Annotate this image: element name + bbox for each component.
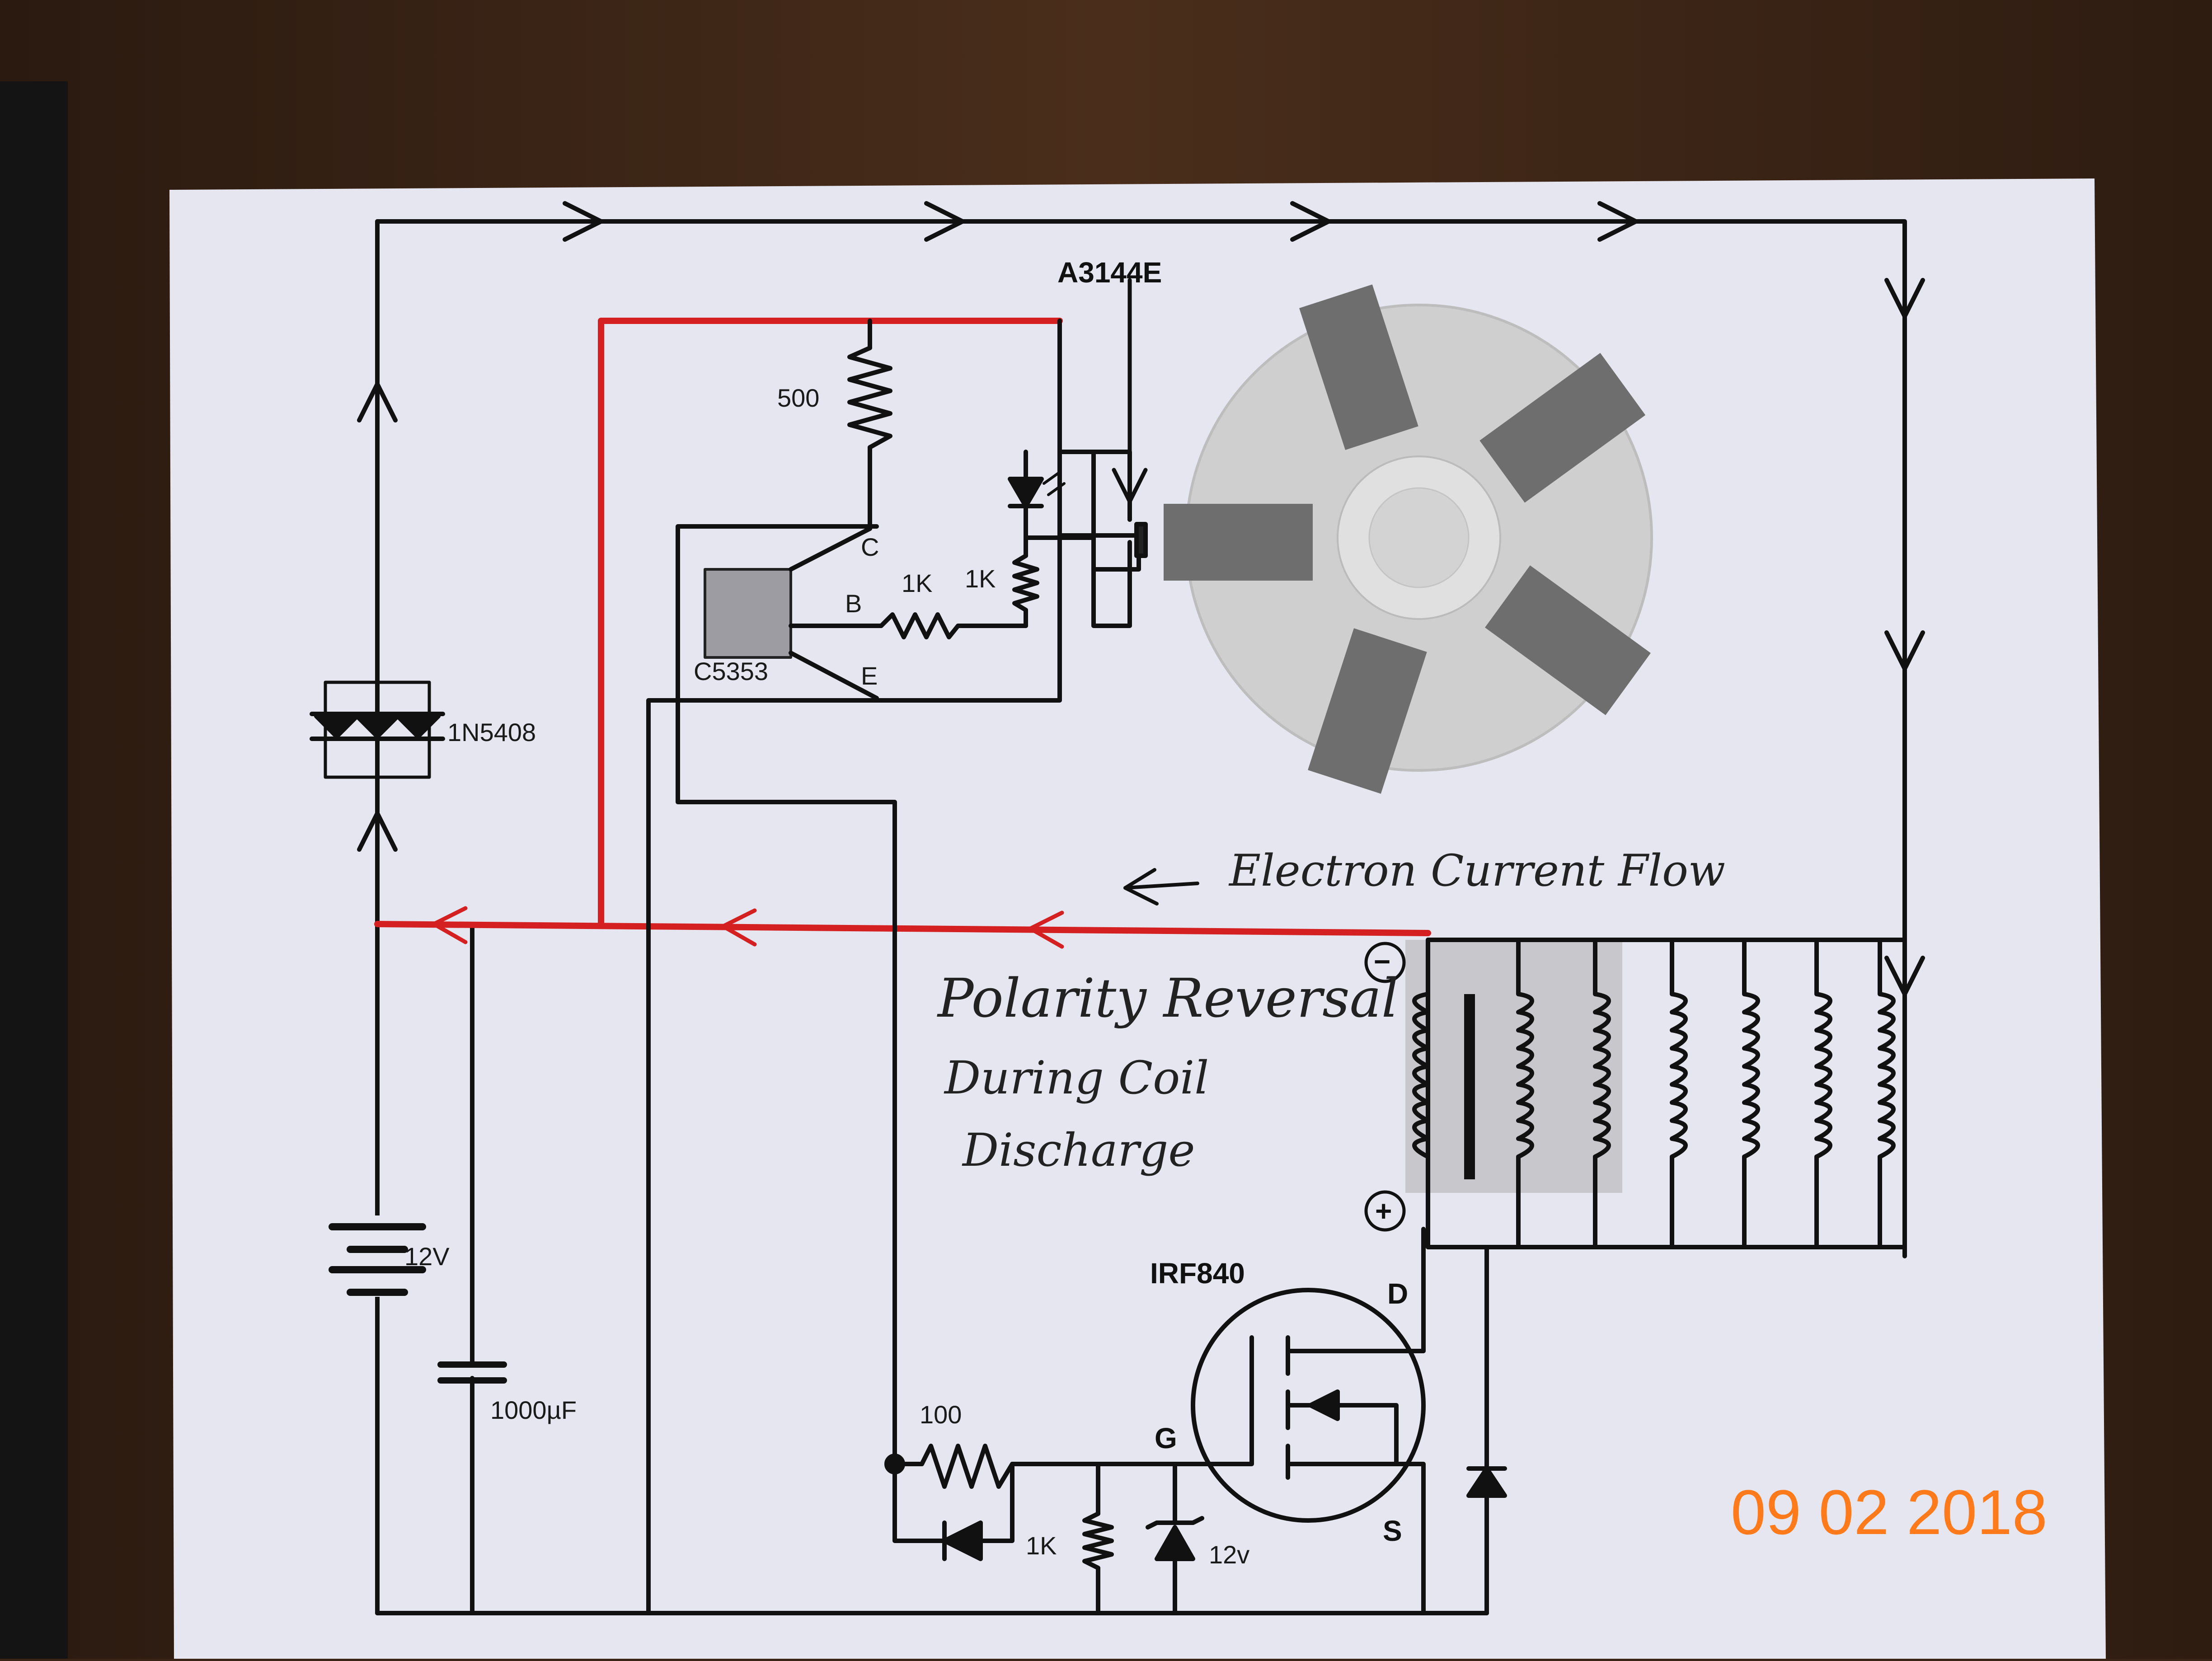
circuit-diagram <box>310 201 1925 1615</box>
resistor-icon <box>1082 1511 1114 1570</box>
battery-label: 12V <box>404 1242 450 1271</box>
date-stamp: 09 02 2018 <box>1731 1477 2048 1548</box>
pin-s-label: S <box>1383 1515 1402 1547</box>
electron-flow-note: Electron Current Flow <box>1228 845 1725 896</box>
top-wire <box>375 219 1907 1258</box>
pin-e-label: E <box>861 662 878 690</box>
polarity-note-line3: Discharge <box>962 1124 1195 1177</box>
gate-feed-wire <box>676 698 897 1466</box>
pin-c-label: C <box>861 533 879 561</box>
coil-icon <box>1412 938 1896 1249</box>
diode-icon <box>310 680 445 779</box>
resistor-1k-gate-label: 1K <box>1026 1531 1057 1560</box>
polarity-note-line1: Polarity Reversal <box>937 967 1399 1029</box>
resistor-icon <box>892 1444 1200 1489</box>
resistor-1k-sensor-label: 1K <box>965 564 996 593</box>
battery-icon <box>329 1215 426 1297</box>
gate-network-wire <box>1096 1462 1177 1615</box>
resistor-100-label: 100 <box>920 1400 962 1429</box>
diodes-label: 1N5408 <box>447 718 536 746</box>
polarity-note-line2: During Coil <box>944 1051 1209 1104</box>
paper-sheet <box>169 178 2106 1659</box>
coil-minus-label: − <box>1374 945 1390 978</box>
red-wire-main <box>374 921 1431 936</box>
dark-left-edge <box>0 81 68 1659</box>
mosfet-icon <box>1191 1227 1426 1615</box>
mosfet-label: IRF840 <box>1150 1257 1245 1290</box>
led-icon <box>1008 471 1066 508</box>
pin-b-label: B <box>845 589 862 618</box>
resistor-icon <box>879 612 1028 639</box>
pin-g-label: G <box>1155 1422 1177 1455</box>
resistor-1k-base-label: 1K <box>902 569 933 597</box>
hall-sensor <box>1134 522 1148 558</box>
transistor-label: C5353 <box>694 657 768 685</box>
arrow-icon <box>1112 278 1148 504</box>
hall-sensor-label: A3144E <box>1057 256 1162 289</box>
transistor-leads <box>789 526 883 700</box>
pin-d-label: D <box>1387 1277 1408 1310</box>
capacitor-icon <box>437 1361 507 1384</box>
emitter-wire <box>646 698 879 1615</box>
arrow-icon <box>357 201 1925 996</box>
resistor-icon <box>1012 554 1039 612</box>
resistor-500-label: 500 <box>777 384 819 412</box>
coil-plus-label: + <box>1375 1195 1392 1227</box>
zener-label: 12v <box>1209 1540 1249 1569</box>
coil-block-shade <box>1405 940 1622 1193</box>
coil-plus-circle <box>1364 1190 1406 1232</box>
diode-icon <box>1466 1466 1507 1498</box>
arrow-icon <box>432 906 1064 949</box>
transistor-body <box>704 568 792 659</box>
red-wire-riser <box>598 318 1063 927</box>
coil-minus-circle <box>1364 942 1406 983</box>
zener-icon <box>1146 1516 1204 1561</box>
arrow-icon <box>1123 868 1199 906</box>
capacitor-label: 1000µF <box>490 1396 577 1424</box>
coil-core <box>1464 994 1475 1179</box>
rotor-icon <box>1164 284 1653 794</box>
diode-icon <box>942 1520 983 1561</box>
resistor-icon <box>847 346 892 450</box>
